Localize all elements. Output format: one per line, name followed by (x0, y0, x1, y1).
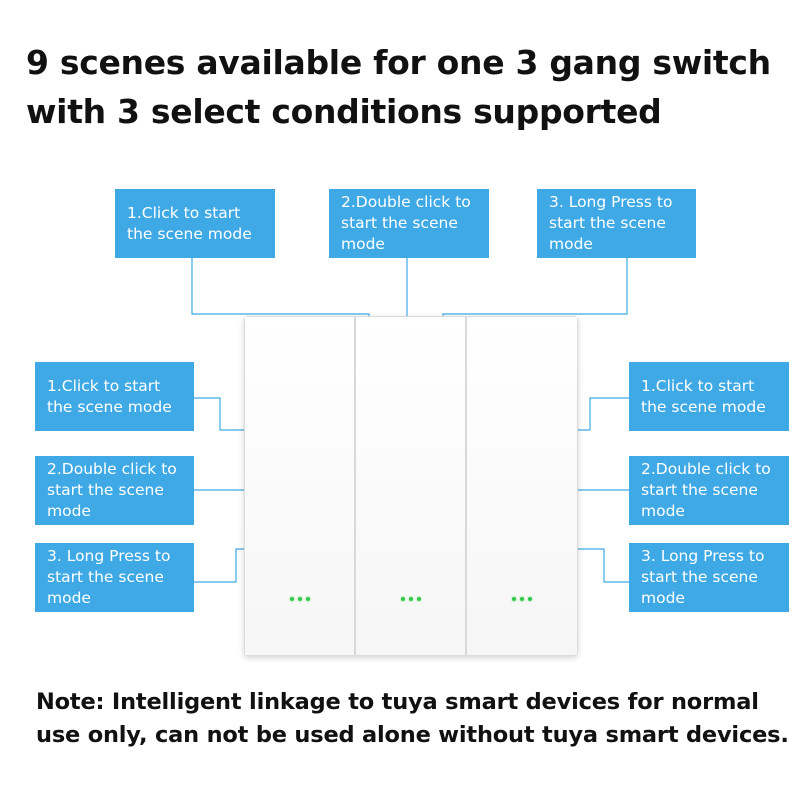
headline-line-1: 9 scenes available for one 3 gang switch (26, 43, 771, 82)
callout-right-long: 3. Long Press to start the scene mode (629, 543, 789, 612)
indicator-led-dots-icon (356, 597, 466, 601)
callout-top-click: 1.Click to start the scene mode (115, 189, 275, 258)
callout-top-double: 2.Double click to start the scene mode (329, 189, 489, 258)
leader-line-left-click (194, 397, 260, 431)
indicator-led-dots-icon (245, 597, 355, 601)
callout-left-click: 1.Click to start the scene mode (35, 362, 194, 431)
note-line-2: use only, can not be used alone without … (36, 722, 789, 748)
callout-right-click: 1.Click to start the scene mode (629, 362, 789, 431)
note-text: Note: Intelligent linkage to tuya smart … (36, 686, 796, 752)
leader-line-right-long (565, 548, 629, 583)
switch-panel (244, 316, 578, 656)
callout-right-double: 2.Double click to start the scene mode (629, 456, 789, 525)
headline: 9 scenes available for one 3 gang switch… (26, 38, 786, 136)
callout-top-long: 3. Long Press to start the scene mode (537, 189, 696, 258)
gang-1-button[interactable] (245, 317, 356, 655)
indicator-led-dots-icon (467, 597, 577, 601)
callout-left-long: 3. Long Press to start the scene mode (35, 543, 194, 612)
headline-line-2: with 3 select conditions supported (26, 92, 662, 131)
gang-2-button[interactable] (356, 317, 467, 655)
gang-3-button[interactable] (467, 317, 577, 655)
callout-left-double: 2.Double click to start the scene mode (35, 456, 194, 525)
note-line-1: Note: Intelligent linkage to tuya smart … (36, 689, 759, 715)
